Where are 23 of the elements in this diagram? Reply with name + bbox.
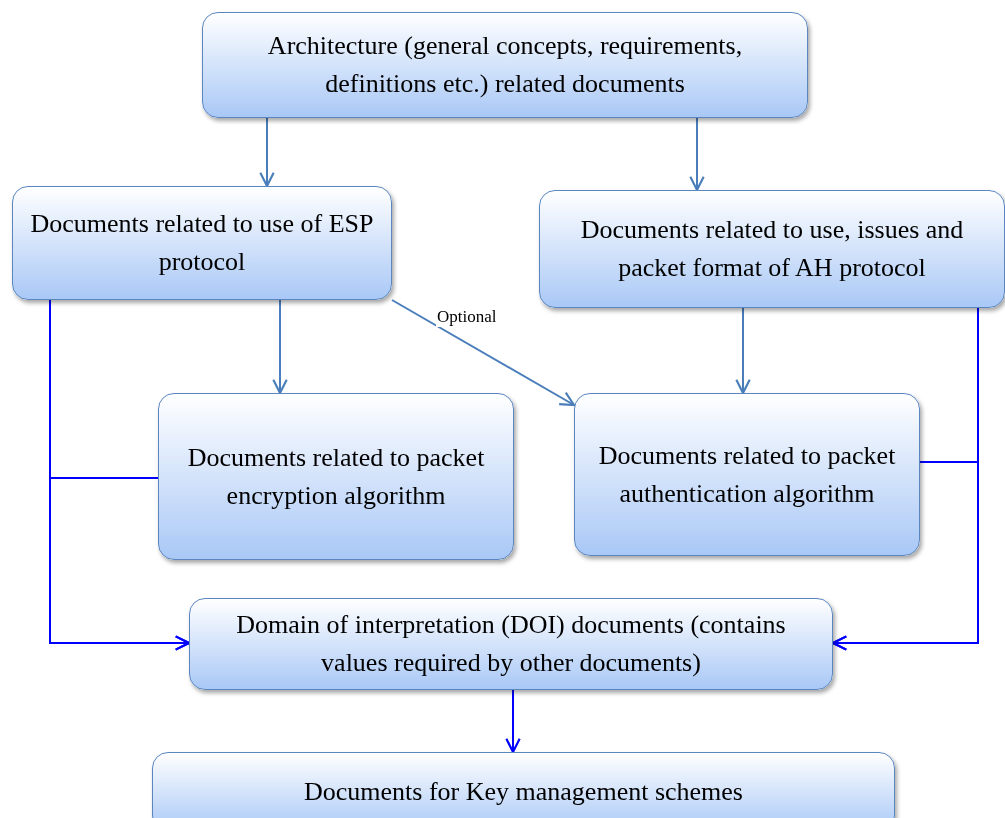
edge-label: Optional — [436, 307, 498, 327]
process-box — [202, 12, 808, 118]
arrow — [831, 461, 979, 651]
arrow — [735, 307, 751, 395]
arrow — [49, 477, 191, 651]
arrow — [259, 117, 275, 188]
process-box — [12, 186, 392, 300]
arrow — [391, 299, 576, 407]
box-text: Documents for Key management schemes — [304, 776, 743, 808]
box-text: Domain of interpretation (DOI) documents (contains values required by other documents) — [235, 609, 787, 679]
box-text: Architecture (general concepts, requirements, definitions etc.) related documents — [266, 30, 744, 100]
process-box — [158, 393, 514, 560]
process-box — [574, 393, 920, 556]
box-text: Documents related to use, issues and packet format of AH protocol — [579, 214, 965, 284]
box-text: Documents related to packet encryption algorithm — [186, 441, 486, 512]
arrow — [272, 299, 288, 395]
process-box — [152, 752, 895, 818]
box-text: Documents related to use of ESP protocol — [29, 208, 375, 278]
box-text: Documents related to packet authentication algorithm — [597, 439, 897, 510]
process-box — [189, 598, 833, 690]
process-box — [539, 190, 1005, 308]
arrow — [689, 117, 705, 192]
arrow — [505, 689, 521, 754]
